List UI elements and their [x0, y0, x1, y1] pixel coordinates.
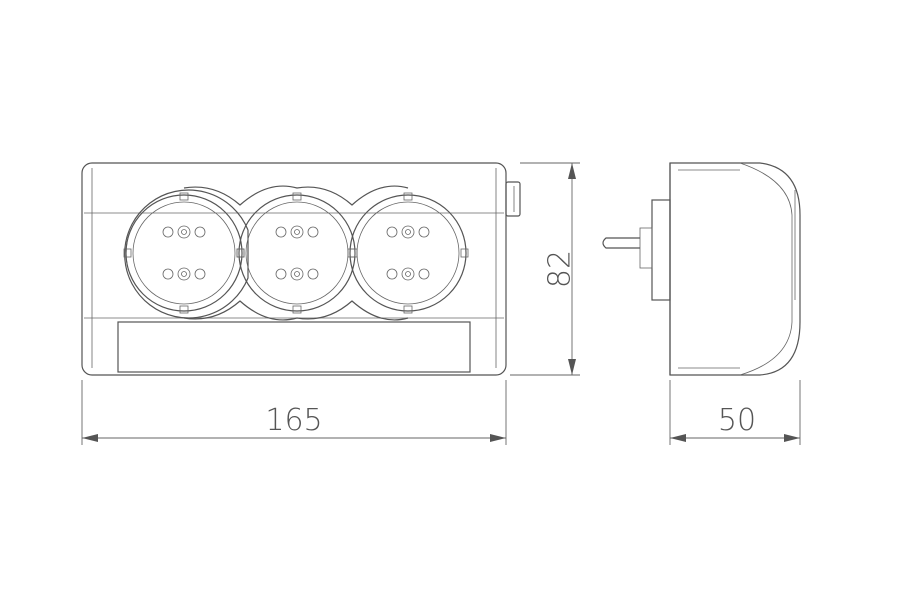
side-body-outline: [669, 162, 801, 376]
side-view: [602, 162, 801, 376]
socket-group-bottom-contour: [183, 300, 409, 321]
front-body-outline: [81, 162, 507, 376]
front-inner-edges: [91, 168, 497, 368]
width-label: 165: [265, 403, 322, 438]
front-bottom-panel: [117, 321, 471, 373]
dimension-height: 82: [510, 162, 580, 376]
socket-2: [236, 192, 358, 314]
side-rounded-inner: [739, 162, 793, 376]
height-label: 82: [543, 250, 578, 288]
depth-label: 50: [718, 403, 756, 438]
switch-button: [505, 181, 521, 217]
socket-group-top-contour: [183, 185, 409, 206]
dimension-depth: 50: [669, 380, 801, 445]
front-view: [81, 162, 521, 376]
plug-collar: [639, 227, 653, 269]
side-inner-lines: [678, 169, 740, 369]
dimension-width: 165: [81, 380, 507, 445]
socket-group-left-lobe: [124, 189, 249, 319]
plug-pin: [602, 237, 640, 249]
socket-3: [347, 192, 469, 314]
plug-body: [651, 199, 671, 301]
